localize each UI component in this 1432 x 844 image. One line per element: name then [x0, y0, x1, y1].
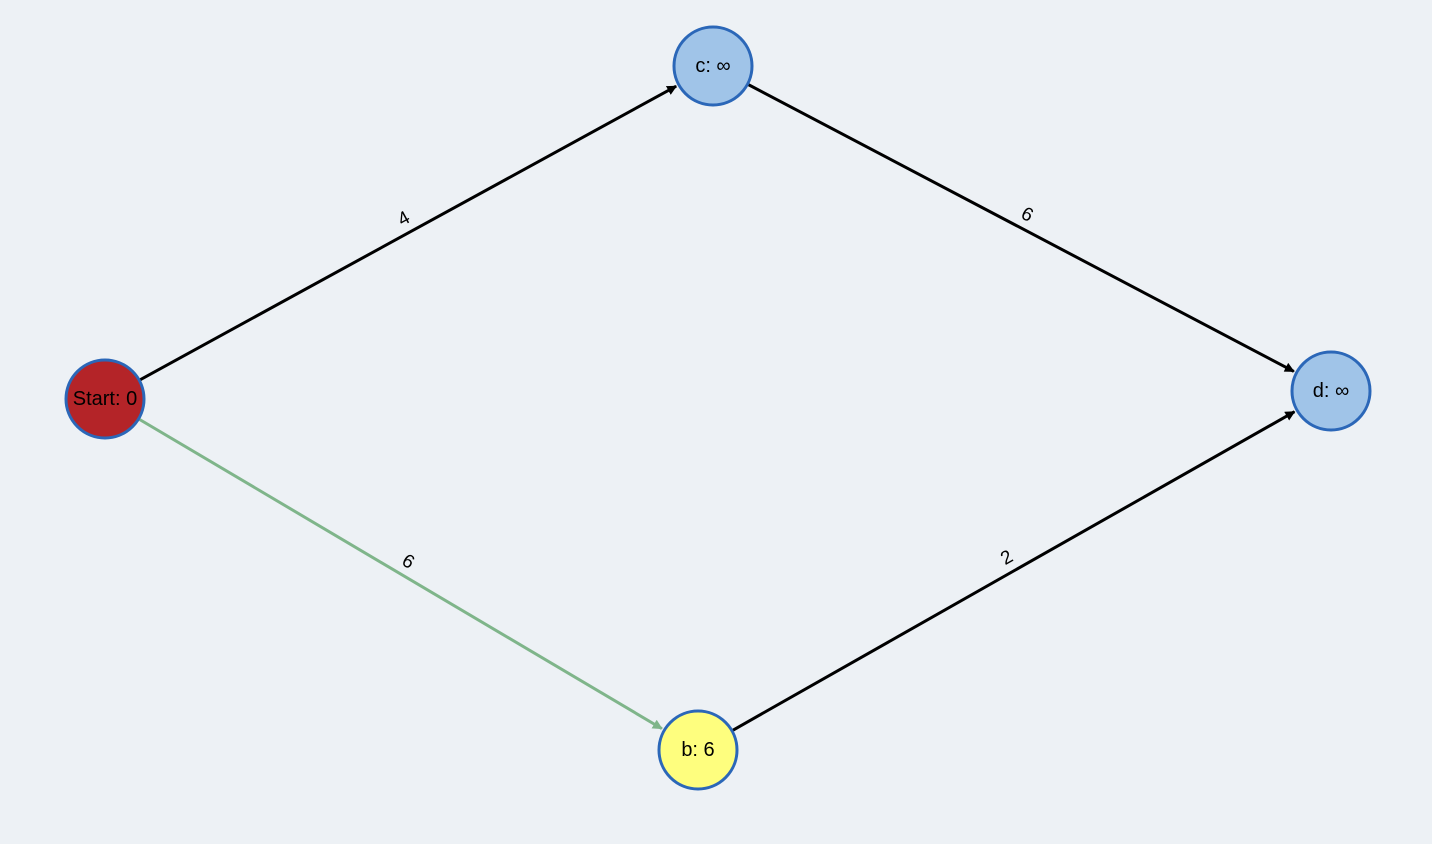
node-d[interactable]: d: ∞ [1290, 350, 1372, 432]
node-start-circle[interactable] [64, 358, 146, 440]
edge-b-d[interactable] [732, 410, 1296, 732]
node-d-circle[interactable] [1290, 350, 1372, 432]
node-b-circle[interactable] [657, 709, 739, 791]
edge-c-d[interactable] [747, 83, 1295, 373]
node-c[interactable]: c: ∞ [672, 25, 754, 107]
edge-start-c[interactable] [139, 84, 678, 382]
node-b-label: b: 6 [681, 739, 714, 761]
node-c-circle[interactable] [672, 25, 754, 107]
node-d-label: d: ∞ [1313, 380, 1350, 402]
edge-weight-start-b: 6 [398, 550, 418, 573]
node-c-label: c: ∞ [695, 55, 730, 77]
node-start-label: Start: 0 [73, 388, 137, 410]
edge-weight-start-c: 4 [394, 207, 414, 231]
edge-weight-c-d: 6 [1017, 203, 1036, 227]
edges [138, 83, 1296, 732]
nodes: Start: 0 c: ∞ d: ∞ b: 6 [64, 25, 1372, 791]
edge-labels: 4 6 6 2 [394, 203, 1036, 573]
node-start[interactable]: Start: 0 [64, 358, 146, 440]
edge-start-b[interactable] [138, 418, 663, 730]
edge-weight-b-d: 2 [997, 546, 1017, 569]
node-b[interactable]: b: 6 [657, 709, 739, 791]
